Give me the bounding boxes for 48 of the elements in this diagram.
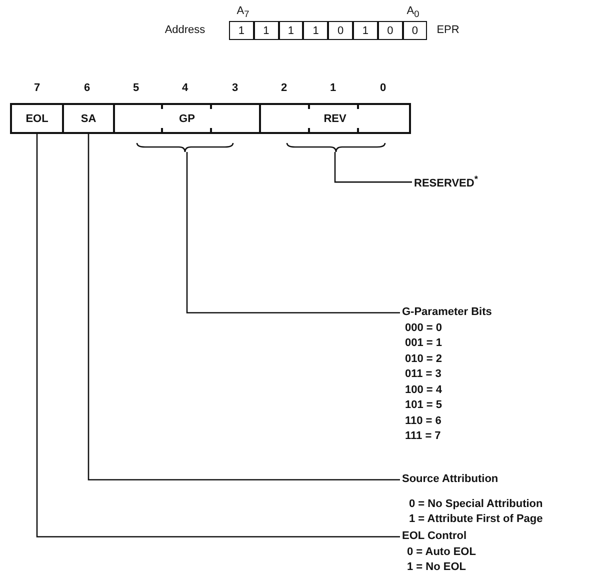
register-field — [259, 103, 411, 134]
field-name: SA — [80, 112, 96, 124]
value-description: 001 = 1 — [404, 336, 444, 351]
bit-number: 5 — [132, 82, 140, 94]
leader-line — [36, 134, 400, 538]
value-description: 111 = 7 — [404, 429, 442, 444]
register-field — [113, 103, 261, 134]
field-description-heading: RESERVED$^{*}$ — [414, 173, 478, 192]
value-description: 110 = 6 — [404, 414, 442, 428]
address-bit-cell: 1 — [229, 21, 254, 40]
bit-number: 0 — [380, 82, 386, 94]
field-name: GP — [179, 112, 195, 124]
register-name: Address — [164, 24, 206, 36]
value-description: 0 = Auto EOL — [406, 544, 476, 560]
bit-number: 2 — [280, 82, 288, 94]
bit-number: 4 — [182, 82, 188, 94]
register-field — [10, 103, 64, 134]
address-bit-cell: 1 — [278, 21, 304, 40]
register-name: EPR — [436, 24, 460, 36]
value-description: 0 = No Special Attribution — [408, 496, 543, 512]
address-bit-cell: 1 — [353, 21, 378, 40]
value-description: 011 = 3 — [404, 367, 442, 382]
field-name: EOL — [26, 112, 48, 124]
bit-number: 7 — [34, 82, 40, 94]
value-description: 000 = 0 — [404, 320, 444, 336]
address-bit-cell: 0 — [378, 21, 403, 40]
value-description: 010 = 2 — [404, 352, 444, 366]
field-name: REV — [324, 112, 346, 124]
bit-label: A$_{0}$ — [406, 4, 420, 20]
value-description: 101 = 5 — [404, 398, 444, 413]
leader-line — [334, 152, 412, 183]
field-description-heading: G-Parameter Bits — [402, 305, 492, 320]
field-description-heading: EOL Control — [402, 529, 468, 544]
bit-number: 3 — [232, 82, 238, 94]
value-description: 1 = Attribute First of Page — [408, 512, 543, 527]
address-bit-cell: 1 — [303, 21, 328, 40]
field-description-heading: Source Attribution — [402, 472, 500, 487]
bit-number: 1 — [330, 82, 336, 94]
bit-number: 6 — [84, 82, 90, 94]
leader-line — [186, 152, 400, 314]
bit-label: A$_{7}$ — [236, 4, 250, 20]
leader-line — [88, 134, 400, 480]
address-bit-cell: 0 — [402, 21, 428, 40]
address-bit-cell: 1 — [254, 21, 279, 40]
value-description: 1 = No EOL — [406, 560, 467, 575]
address-bit-cell: 0 — [328, 21, 353, 40]
register-field — [62, 103, 115, 134]
value-description: 100 = 4 — [404, 382, 444, 398]
